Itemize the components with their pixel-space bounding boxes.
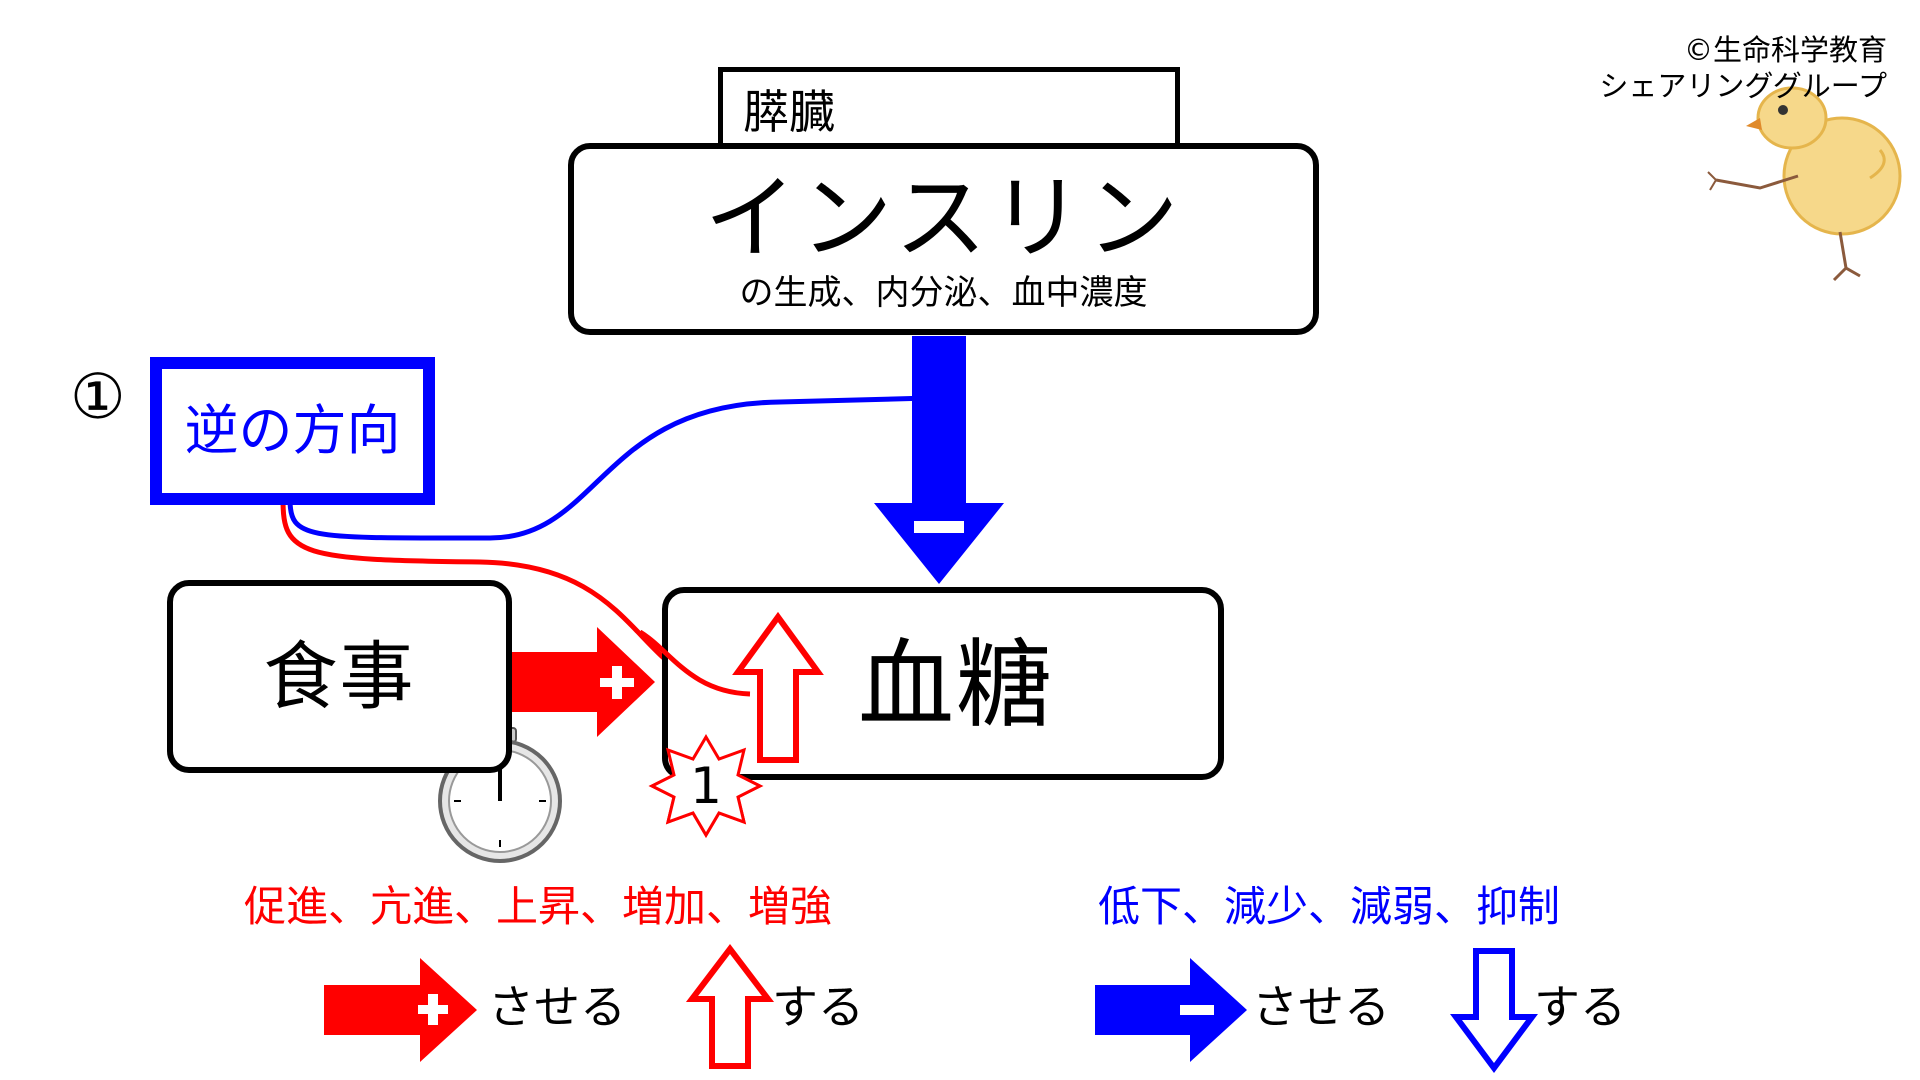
meal-plus-arrow-icon bbox=[512, 627, 655, 737]
callout-number: ① bbox=[70, 360, 126, 433]
legend-up-arrow-icon bbox=[685, 944, 775, 1069]
chick-icon bbox=[1707, 86, 1902, 282]
blood-sugar-up-arrow-overlay bbox=[732, 611, 824, 763]
reverse-direction-box: 逆の方向 bbox=[150, 357, 435, 505]
legend-make-label-blue: させる bbox=[1252, 980, 1390, 1034]
meal-box: 食事 bbox=[167, 580, 512, 773]
pancreas-label-box: 膵臓 bbox=[718, 67, 1180, 155]
copyright-notice: ©生命科学教育 シェアリンググループ bbox=[1599, 32, 1887, 104]
red-connector-overlay bbox=[640, 630, 751, 697]
copyright-line-1: ©生命科学教育 bbox=[1683, 33, 1887, 67]
blue-connector-line bbox=[287, 395, 931, 541]
blood-sugar-label: 血糖 bbox=[858, 629, 1054, 741]
legend-make-label-red: させる bbox=[488, 980, 626, 1034]
meal-label: 食事 bbox=[263, 633, 416, 720]
insulin-box: インスリン の生成、内分泌、血中濃度 bbox=[568, 143, 1319, 335]
starburst-number: 1 bbox=[690, 757, 722, 815]
blood-sugar-box: 血糖 bbox=[662, 587, 1224, 780]
insulin-title: インスリン bbox=[704, 165, 1183, 272]
increase-terms: 促進、亢進、上昇、増加、増強 bbox=[244, 882, 833, 931]
pancreas-label: 膵臓 bbox=[743, 85, 835, 139]
legend-do-label-blue: する bbox=[1534, 980, 1626, 1034]
copyright-line-2: シェアリンググループ bbox=[1599, 69, 1887, 103]
legend-do-label-red: する bbox=[772, 980, 864, 1034]
insulin-subtitle: の生成、内分泌、血中濃度 bbox=[739, 273, 1148, 313]
legend-plus-arrow-icon bbox=[324, 958, 477, 1062]
reverse-direction-label: 逆の方向 bbox=[184, 399, 401, 462]
decrease-terms: 低下、減少、減弱、抑制 bbox=[1098, 882, 1561, 931]
insulin-minus-arrow-icon bbox=[874, 336, 1004, 584]
starburst-badge bbox=[648, 734, 764, 838]
legend-minus-arrow-icon bbox=[1095, 958, 1247, 1062]
legend-down-arrow-icon bbox=[1450, 948, 1538, 1074]
